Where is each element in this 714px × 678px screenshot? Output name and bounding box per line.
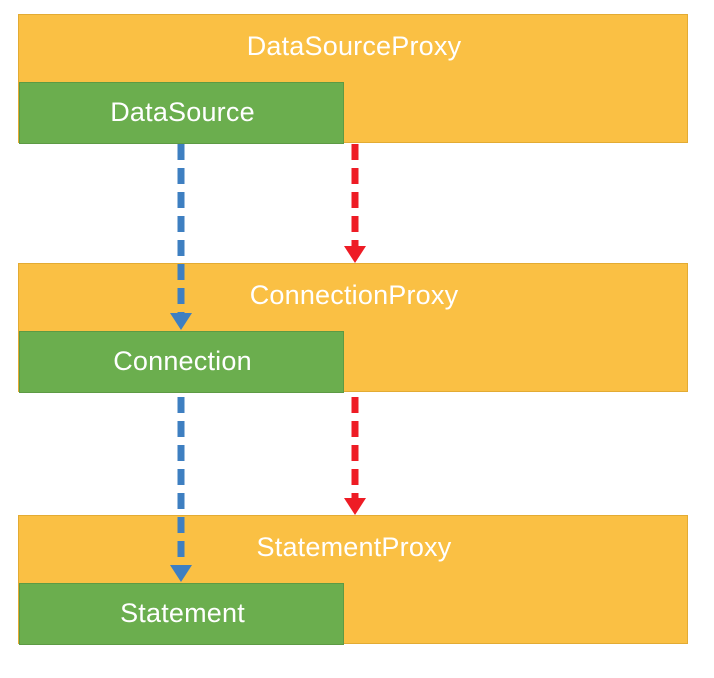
connectionproxy-to-statementproxy-red-arrowhead	[344, 498, 366, 515]
proxy-box-statementproxy[interactable]: StatementProxy Statement	[18, 515, 688, 645]
proxy-label-statementproxy: StatementProxy	[256, 532, 452, 562]
inner-label-connection: Connection	[113, 346, 252, 376]
inner-box-datasource[interactable]: DataSource	[19, 82, 344, 144]
proxy-label-datasourceproxy: DataSourceProxy	[246, 31, 462, 61]
inner-box-statement[interactable]: Statement	[19, 583, 344, 645]
inner-box-connection[interactable]: Connection	[19, 331, 344, 393]
proxy-box-connectionproxy[interactable]: ConnectionProxy Connection	[18, 263, 688, 393]
inner-label-statement: Statement	[120, 598, 245, 628]
proxy-box-datasourceproxy[interactable]: DataSourceProxy DataSource	[18, 14, 688, 144]
proxy-label-connectionproxy: ConnectionProxy	[249, 280, 459, 310]
inner-label-datasource: DataSource	[110, 97, 255, 127]
datasourceproxy-to-connectionproxy-red-arrowhead	[344, 246, 366, 263]
